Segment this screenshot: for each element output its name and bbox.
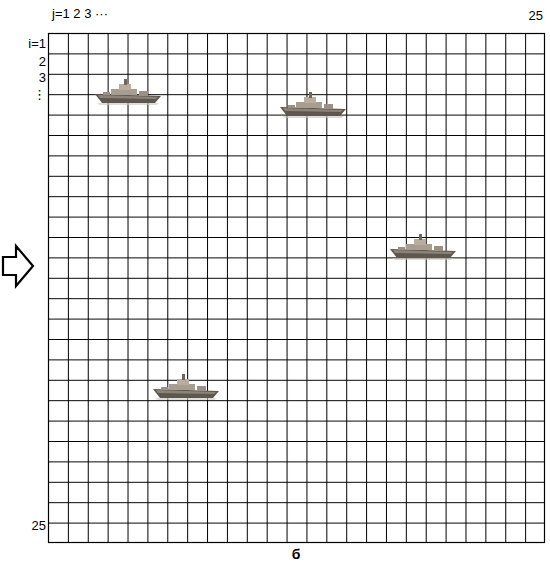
row-index: 25 xyxy=(32,518,46,534)
ship-icon xyxy=(153,372,219,401)
grid-border xyxy=(49,34,545,543)
ship-icon xyxy=(390,232,456,261)
column-index: j=1 2 3 ··· xyxy=(52,6,108,22)
row-index: 2 xyxy=(39,54,46,70)
row-index: i=1 xyxy=(28,36,46,52)
ship-icon xyxy=(280,90,346,119)
row-index: 3 xyxy=(39,70,46,86)
entry-arrow xyxy=(3,246,33,286)
row-index: ⋮ xyxy=(33,87,46,103)
ship-icon xyxy=(95,77,161,106)
column-index: 25 xyxy=(529,8,543,24)
subfigure-label: б xyxy=(292,546,301,562)
grid-cells xyxy=(48,33,545,543)
